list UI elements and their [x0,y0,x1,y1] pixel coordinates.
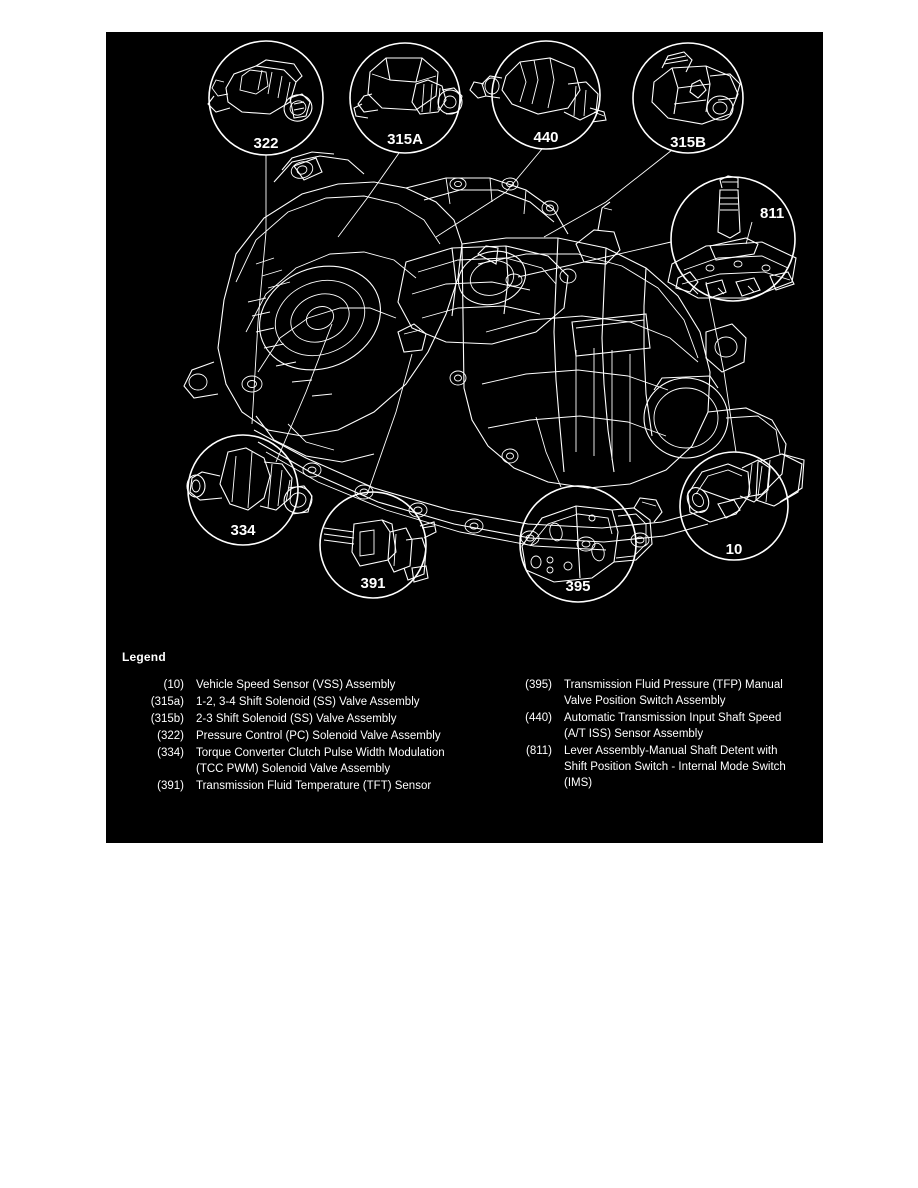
legend-description: Vehicle Speed Sensor (VSS) Assembly [196,679,396,691]
callout-label-322: 322 [253,135,278,152]
part-334-tcc-pwm-solenoid [186,447,313,515]
legend-column-left: (10) Vehicle Speed Sensor (VSS) Assembly… [122,677,452,795]
legend-description: 2-3 Shift Solenoid (SS) Valve Assembly [196,713,397,725]
legend-item: (391) Transmission Fluid Temperature (TF… [122,778,452,794]
rear-case-ribs [575,348,631,462]
legend-description: Pressure Control (PC) Solenoid Valve Ass… [196,730,441,742]
part-315A-shift-solenoid [353,57,463,119]
legend-ref: (391) [157,780,184,792]
legend-item: (440) Automatic Transmission Input Shaft… [490,710,790,742]
leader-lines [251,148,737,493]
callout-label-395: 395 [565,578,590,595]
legend-description: 1-2, 3-4 Shift Solenoid (SS) Valve Assem… [196,696,420,708]
pan-bolt-bosses [302,462,650,552]
legend-item: (322) Pressure Control (PC) Solenoid Val… [122,728,452,744]
callout-label-315B: 315B [670,134,706,151]
front-case-detail [247,257,333,397]
legend-description: Torque Converter Clutch Pulse Width Modu… [196,747,445,775]
part-10-vss [686,453,805,523]
legend-ref: (395) [525,679,552,691]
part-322-pc-solenoid [207,59,313,122]
part-811-detent-lever-ims [667,175,797,299]
legend-item: (315a) 1-2, 3-4 Shift Solenoid (SS) Valv… [122,694,452,710]
callout-315A: 315A [349,42,463,154]
callout-label-10: 10 [726,541,743,558]
legend-item: (334) Torque Converter Clutch Pulse Widt… [122,745,452,777]
callout-391: 391 [319,491,437,599]
legend-ref: (334) [157,747,184,759]
legend-description: Lever Assembly-Manual Shaft Detent with … [564,745,786,789]
legend-description: Transmission Fluid Pressure (TFP) Manual… [564,679,783,707]
callout-315B: 315B [632,42,744,154]
part-315B-shift-solenoid [651,51,741,125]
part-440-iss-sensor [469,57,607,123]
legend-item: (811) Lever Assembly-Manual Shaft Detent… [490,743,790,791]
callout-811: 811 [667,175,797,302]
part-395-tfp-switch [521,497,663,583]
callout-10: 10 [679,451,805,561]
legend-ref: (315a) [150,696,184,708]
legend-ref: (440) [525,712,552,724]
callout-label-315A: 315A [387,131,423,148]
transmission-line-art: 322 [122,40,805,795]
callout-label-334: 334 [230,522,256,539]
legend-item: (10) Vehicle Speed Sensor (VSS) Assembly [122,677,452,693]
transmission-assembly-drawing [183,151,787,552]
callout-334: 334 [186,434,313,546]
legend-column-right: (395) Transmission Fluid Pressure (TFP) … [490,677,790,792]
callout-395: 395 [519,485,663,603]
legend-ref: (315b) [150,713,184,725]
legend-description: Automatic Transmission Input Shaft Speed… [564,712,782,740]
callout-322: 322 [207,40,324,156]
callout-label-811: 811 [760,205,784,222]
legend-ref: (10) [163,679,184,691]
part-391-tft-sensor-connector [323,519,437,583]
legend-item: (395) Transmission Fluid Pressure (TFP) … [490,677,790,709]
legend-ref: (322) [157,730,184,742]
callout-label-440: 440 [533,129,558,146]
legend-ref: (811) [526,745,552,757]
legend-item: (315b) 2-3 Shift Solenoid (SS) Valve Ass… [122,711,452,727]
transmission-diagram-panel: 322 [106,32,823,843]
callout-440: 440 [469,40,607,150]
legend-title: Legend [122,650,166,664]
callout-label-391: 391 [360,575,385,592]
legend-description: Transmission Fluid Temperature (TFT) Sen… [196,780,432,792]
case-bolt-bosses [241,268,577,464]
